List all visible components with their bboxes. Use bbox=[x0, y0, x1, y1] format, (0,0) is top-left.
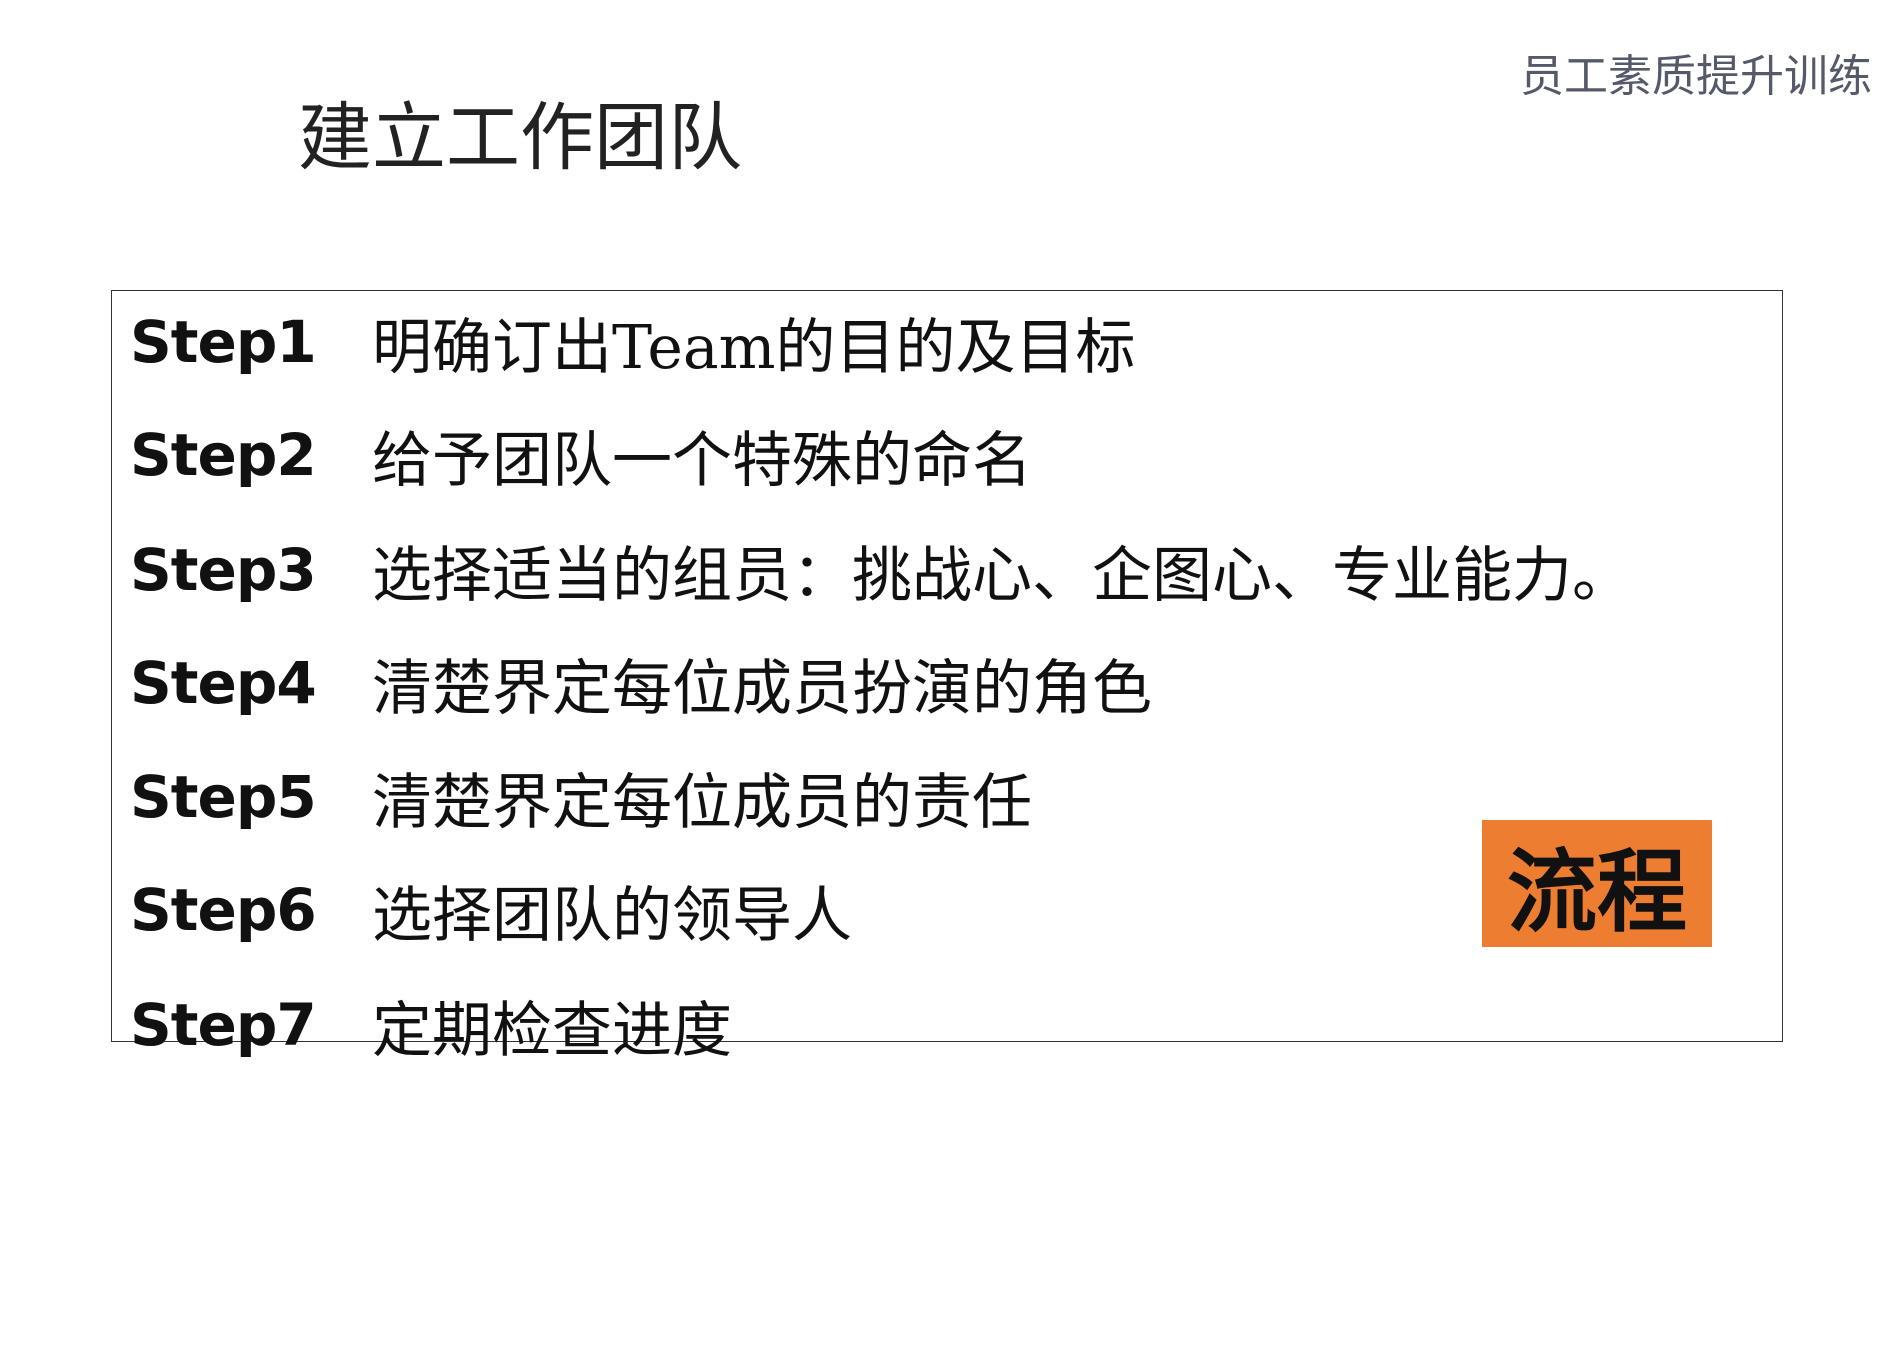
step-text: 清楚界定每位成员的责任 bbox=[372, 767, 1032, 838]
step-item: Step1 明确订出Team的目的及目标 bbox=[130, 302, 1136, 383]
step-text: 清楚界定每位成员扮演的角色 bbox=[372, 653, 1152, 724]
step-item: Step5 清楚界定每位成员的责任 bbox=[130, 757, 1032, 838]
step-text: 选择适当的组员：挑战心、企图心、专业能力。 bbox=[372, 540, 1632, 611]
step-label: Step1 bbox=[130, 308, 317, 376]
step-item: Step2 给予团队一个特殊的命名 bbox=[130, 415, 1032, 496]
step-text: 给予团队一个特殊的命名 bbox=[372, 425, 1032, 496]
step-label: Step5 bbox=[130, 763, 317, 831]
process-tag: 流程 bbox=[1482, 820, 1712, 947]
step-label: Step7 bbox=[130, 991, 317, 1059]
step-text: 定期检查进度 bbox=[372, 995, 732, 1066]
step-item: Step7 定期检查进度 bbox=[130, 985, 732, 1066]
step-label: Step3 bbox=[130, 536, 317, 604]
course-name: 员工素质提升训练 bbox=[1520, 51, 1872, 102]
step-label: Step6 bbox=[130, 876, 317, 944]
step-text: 选择团队的领导人 bbox=[372, 880, 852, 951]
step-item: Step4 清楚界定每位成员扮演的角色 bbox=[130, 643, 1152, 724]
steps-frame bbox=[111, 290, 1783, 1042]
step-text: 明确订出Team的目的及目标 bbox=[372, 312, 1136, 383]
step-item: Step3 选择适当的组员：挑战心、企图心、专业能力。 bbox=[130, 530, 1632, 611]
step-item: Step6 选择团队的领导人 bbox=[130, 870, 852, 951]
step-label: Step2 bbox=[130, 421, 317, 489]
step-label: Step4 bbox=[130, 649, 317, 717]
slide-title: 建立工作团队 bbox=[298, 95, 742, 181]
